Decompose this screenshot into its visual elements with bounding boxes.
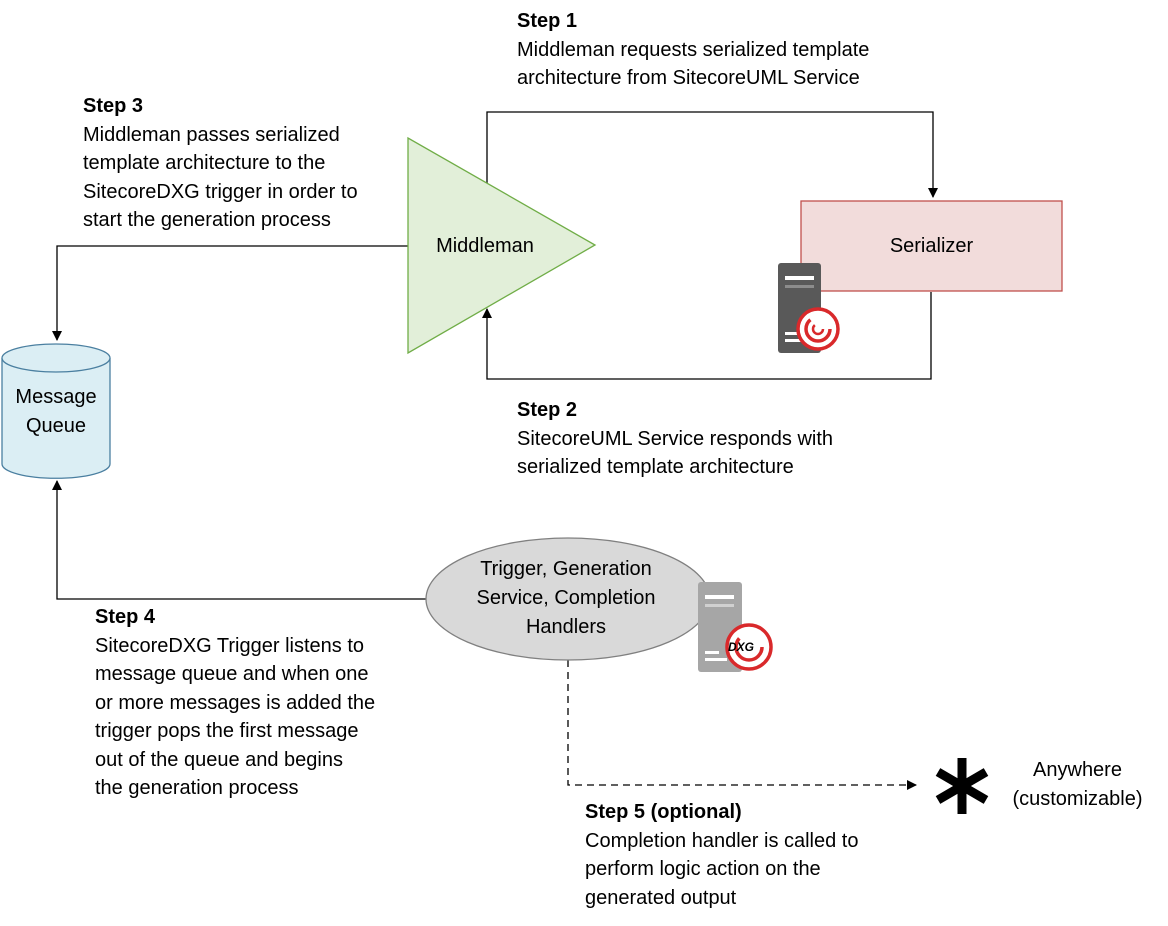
step-3-title: Step 3 — [83, 95, 144, 117]
middleman-node — [407, 136, 597, 355]
trigger-label-line1: Trigger, Generation — [480, 558, 652, 580]
step-5-line: generated output — [585, 886, 737, 909]
connector-step4 — [52, 480, 426, 600]
serializer-node — [800, 200, 1063, 292]
connectors — [52, 111, 938, 790]
trigger-label: Trigger, Generation Service, Completion … — [446, 555, 686, 642]
step-3-line: SitecoreDXG trigger in order to — [83, 180, 358, 203]
step-4-line: out of the queue and begins — [95, 748, 343, 771]
dxg-badge-label: DXG — [728, 640, 754, 654]
message-queue-node — [1, 343, 111, 479]
step-2-line: SitecoreUML Service responds with — [517, 427, 834, 450]
queue-label-line1: Message — [15, 386, 97, 408]
server-sitecore-icon — [778, 263, 840, 353]
step-4-annotation: Step 4 SitecoreDXG Trigger listens to me… — [95, 603, 375, 803]
step-2-title: Step 2 — [517, 399, 578, 421]
step-5-title: Step 5 (optional) — [585, 801, 742, 823]
middleman-label-text: Middleman — [436, 235, 534, 257]
step-4-title: Step 4 — [95, 606, 156, 628]
step-4-line: SitecoreDXG Trigger listens to — [95, 634, 364, 657]
step-5-line: perform logic action on the — [585, 858, 821, 880]
trigger-label-line3: Handlers — [525, 616, 607, 638]
connector-step1 — [486, 111, 938, 198]
step-2-annotation: Step 2 SitecoreUML Service responds with… — [517, 396, 833, 482]
trigger-label-line2: Service, Completion — [476, 587, 656, 609]
step-2-line: serialized template architecture — [517, 456, 794, 478]
connector-step3 — [52, 245, 408, 341]
asterisk-icon — [935, 758, 989, 814]
step-3-line: template architecture to the — [83, 152, 326, 174]
step-1-annotation: Step 1 Middleman requests serialized tem… — [517, 7, 869, 93]
step-3-annotation: Step 3 Middleman passes serialized templ… — [83, 92, 358, 235]
step-4-line: the generation process — [95, 777, 299, 799]
anywhere-label: Anywhere (customizable) — [995, 756, 1160, 814]
message-queue-label: Message Queue — [2, 383, 110, 441]
connector-step2 — [482, 292, 932, 380]
step-5-annotation: Step 5 (optional) Completion handler is … — [585, 798, 859, 912]
queue-label-line2: Queue — [25, 415, 87, 437]
anywhere-label-line2: (customizable) — [1012, 788, 1143, 810]
step-5-line: Completion handler is called to — [585, 829, 859, 852]
step-4-line: trigger pops the first message — [95, 720, 359, 742]
step-1-line: Middleman requests serialized template — [517, 38, 870, 61]
step-3-line: Middleman passes serialized — [83, 123, 340, 146]
serializer-label: Serializer — [801, 232, 1062, 261]
step-3-line: start the generation process — [83, 209, 331, 231]
step-1-title: Step 1 — [517, 10, 578, 32]
anywhere-label-line1: Anywhere — [1033, 759, 1122, 781]
server-dxg-icon: DXG — [698, 582, 773, 672]
step-4-line: or more messages is added the — [95, 691, 376, 714]
middleman-label: Middleman — [410, 232, 560, 261]
serializer-label-text: Serializer — [889, 235, 974, 257]
step-1-line: architecture from SitecoreUML Service — [517, 67, 860, 89]
step-4-line: message queue and when one — [95, 663, 369, 685]
connector-step5 — [567, 660, 917, 790]
